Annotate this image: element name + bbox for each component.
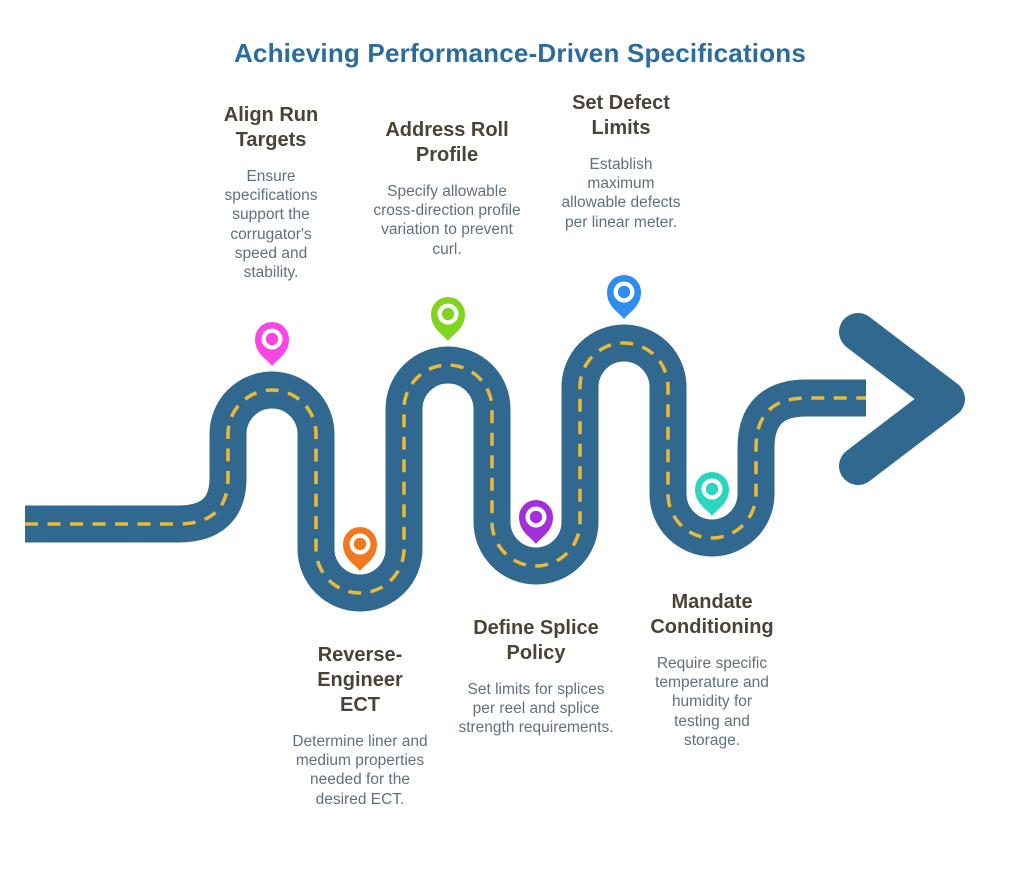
page-title: Achieving Performance-Driven Specificati… <box>233 38 807 68</box>
pin-dot <box>617 285 631 299</box>
pin-dot <box>441 307 455 321</box>
pin-dot <box>353 537 367 551</box>
step-set-defect-limits: Set Defect Limits Establish maximum allo… <box>546 91 696 232</box>
pin-icon-define-splice-policy <box>519 500 553 544</box>
step-title: Reverse-Engineer ECT <box>317 644 403 716</box>
step-mandate-conditioning: Mandate Conditioning Require specific te… <box>612 590 812 750</box>
pin-dot <box>529 510 543 524</box>
pin-dot <box>705 482 719 496</box>
step-title: Address Roll Profile <box>385 119 509 166</box>
pin-icon-set-defect-limits <box>607 275 641 319</box>
arrowhead-icon <box>839 313 965 485</box>
road-center-dashes <box>25 341 866 595</box>
step-description: Set limits for splices per reel and spli… <box>458 681 614 737</box>
step-align-run-targets: Align Run Targets Ensure specifications … <box>196 103 346 282</box>
step-description: Require specific temperature and humidit… <box>655 655 769 749</box>
step-define-splice-policy: Define Splice Policy Set limits for spli… <box>456 616 616 738</box>
step-description: Determine liner and medium properties ne… <box>292 733 428 808</box>
pin-dot <box>265 332 279 346</box>
step-title: Define Splice Policy <box>473 617 599 664</box>
pin-icon-reverse-engineer-ect <box>343 527 377 571</box>
step-title: Align Run Targets <box>223 104 319 151</box>
pin-icon-align-run-targets <box>255 322 289 366</box>
step-title: Mandate Conditioning <box>650 591 774 638</box>
step-reverse-engineer-ect: Reverse-Engineer ECT Determine liner and… <box>290 643 430 809</box>
road-path <box>25 324 866 612</box>
step-address-roll-profile: Address Roll Profile Specify allowable c… <box>362 118 532 259</box>
pin-icon-address-roll-profile <box>431 297 465 341</box>
step-description: Establish maximum allowable defects per … <box>561 156 681 231</box>
step-description: Specify allowable cross-direction profil… <box>373 183 521 258</box>
pin-icon-mandate-conditioning <box>695 472 729 516</box>
step-title: Set Defect Limits <box>572 92 670 139</box>
step-description: Ensure specifications support the corrug… <box>224 168 318 282</box>
